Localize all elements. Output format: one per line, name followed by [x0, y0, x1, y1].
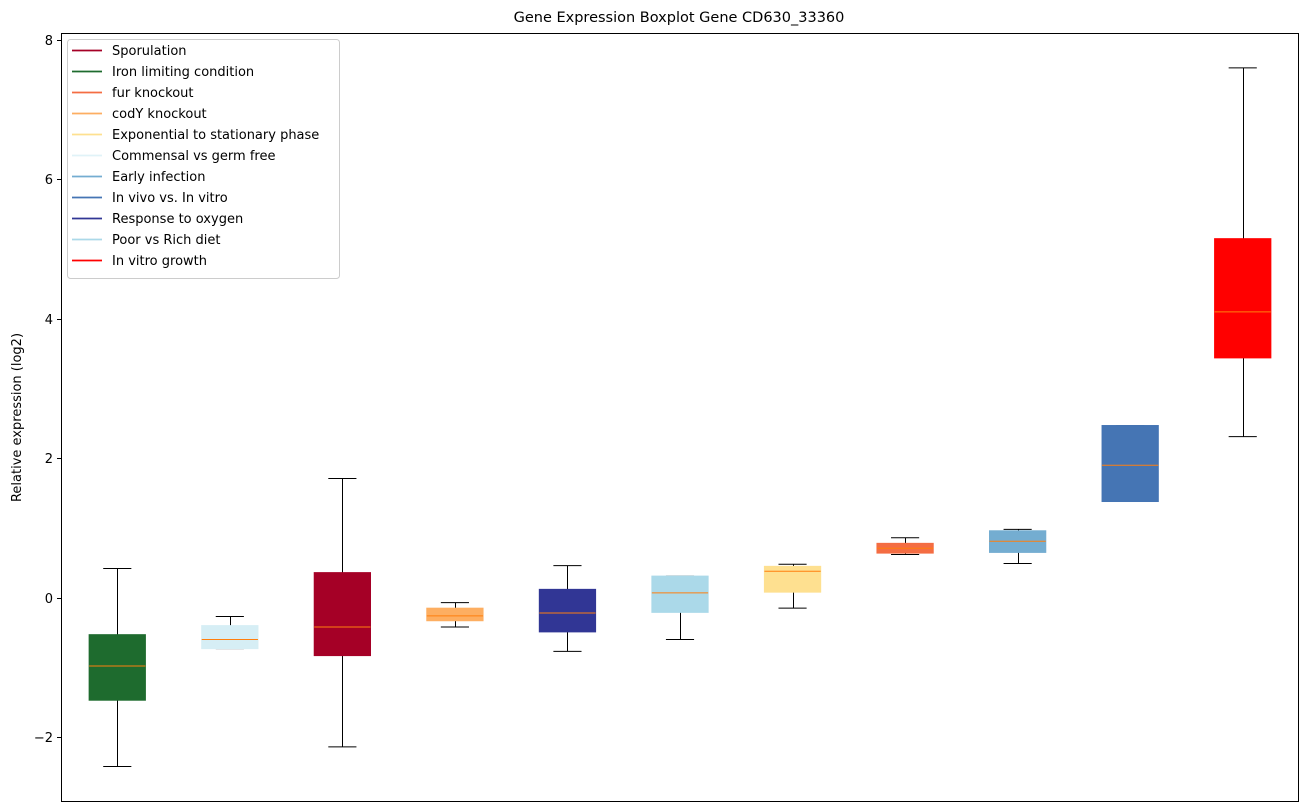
legend-label: Early infection [112, 170, 205, 185]
box-7 [763, 563, 822, 609]
box-5 [538, 565, 597, 652]
box-4 [426, 602, 484, 628]
y-axis-label: Relative expression (log2) [10, 333, 25, 502]
legend-label: Sporulation [112, 44, 187, 59]
legend-label: codY knockout [112, 107, 207, 122]
box-8 [876, 537, 934, 555]
legend-item: Sporulation [72, 44, 187, 59]
box-body [88, 634, 146, 701]
box-3 [313, 478, 371, 748]
box-body [763, 565, 822, 593]
box-body [201, 625, 259, 650]
legend-item: In vitro growth [72, 254, 207, 269]
legend-item: In vivo vs. In vitro [72, 191, 228, 206]
legend-item: fur knockout [72, 86, 194, 101]
legend-label: Iron limiting condition [112, 65, 254, 80]
y-tick-label: 6 [45, 173, 53, 188]
box-10 [1101, 425, 1159, 503]
legend-item: Commensal vs germ free [72, 149, 275, 164]
box-body [1214, 238, 1272, 359]
legend-frame [67, 39, 340, 279]
box-body [426, 607, 484, 622]
legend-label: In vitro growth [112, 254, 207, 269]
y-tick-label: 4 [45, 313, 53, 328]
legend-item: Iron limiting condition [72, 65, 254, 80]
box-body [313, 572, 371, 657]
box-2 [201, 616, 259, 650]
y-tick-label: 0 [45, 592, 53, 607]
y-tick-label: −2 [34, 731, 53, 746]
box-body [1101, 425, 1159, 503]
box-body [651, 575, 709, 613]
legend-item: Early infection [72, 170, 205, 185]
legend-label: In vivo vs. In vitro [112, 191, 228, 206]
legend-label: Response to oxygen [112, 212, 243, 227]
box-1 [88, 567, 146, 767]
legend-item: Poor vs Rich diet [72, 233, 220, 248]
y-tick-label: 2 [45, 452, 53, 467]
box-11 [1214, 67, 1272, 438]
legend-item: codY knockout [72, 107, 207, 122]
legend-label: Exponential to stationary phase [112, 128, 319, 143]
chart-title: Gene Expression Boxplot Gene CD630_33360 [514, 10, 845, 26]
legend-label: Poor vs Rich diet [112, 233, 220, 248]
box-9 [989, 528, 1047, 565]
legend-item: Exponential to stationary phase [72, 128, 319, 143]
plot-area-frame [61, 33, 1299, 802]
box-6 [651, 575, 709, 641]
y-tick-label: 8 [45, 34, 53, 49]
box-body [538, 588, 597, 633]
boxes-layer [88, 67, 1272, 767]
y-axis: −2 0 2 4 6 8 [34, 34, 61, 746]
legend-label: Commensal vs germ free [112, 149, 275, 164]
legend-label: fur knockout [112, 86, 194, 101]
legend-item: Response to oxygen [72, 212, 243, 227]
